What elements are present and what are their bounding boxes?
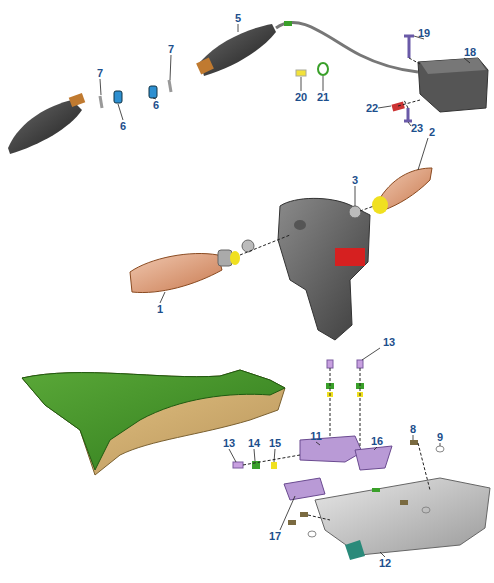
callout-number: 18 xyxy=(464,46,476,58)
callout-number: 12 xyxy=(379,557,391,569)
callout-number: 13 xyxy=(223,437,235,449)
callout-number: 17 xyxy=(269,530,281,542)
callout-number: 16 xyxy=(371,435,383,447)
callout-number: 22 xyxy=(366,102,378,114)
callout-number: 19 xyxy=(418,27,430,39)
callout-number: 14 xyxy=(248,437,260,449)
callout-number: 6 xyxy=(120,120,126,132)
callout-number: 6 xyxy=(153,99,159,111)
callout-number: 15 xyxy=(269,437,281,449)
callout-number: 2 xyxy=(429,126,435,138)
callout-number: 13 xyxy=(383,336,395,348)
callout-number: 23 xyxy=(411,122,423,134)
callout-number: 21 xyxy=(317,91,329,103)
callout-number: 9 xyxy=(437,431,443,443)
callout-number: 5 xyxy=(235,12,241,24)
callout-number: 7 xyxy=(168,43,174,55)
callout-number: 20 xyxy=(295,91,307,103)
callout-number: 1 xyxy=(157,303,163,315)
callout-number: 3 xyxy=(352,174,358,186)
callout-number: 8 xyxy=(410,423,416,435)
callout-number: 11 xyxy=(310,430,322,442)
callout-number: 7 xyxy=(97,67,103,79)
